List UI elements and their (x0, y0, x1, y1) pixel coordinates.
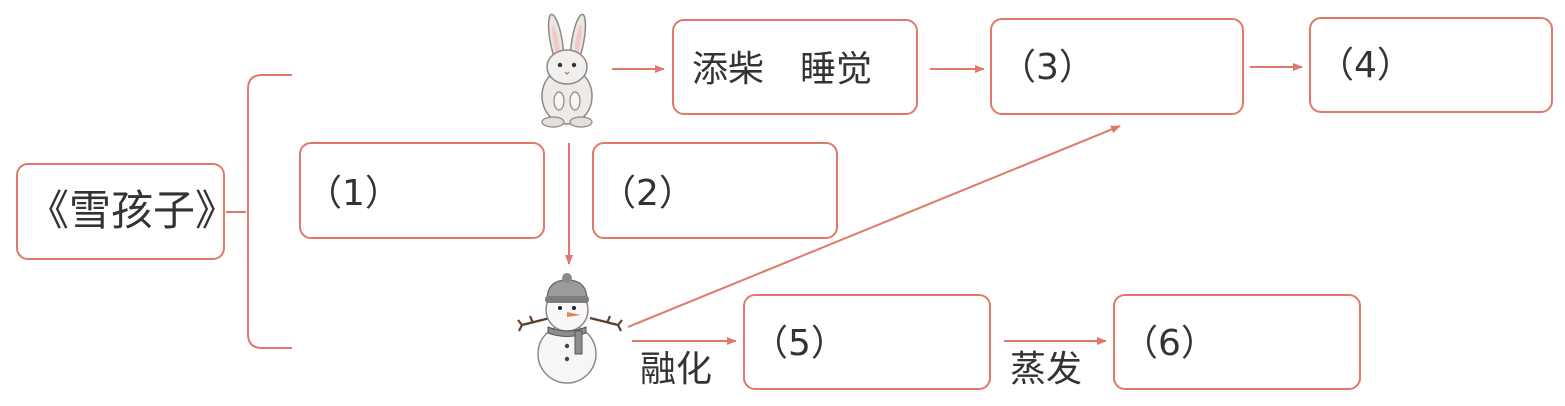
box-4-label: （4） (1318, 45, 1413, 86)
title-brace (226, 74, 292, 349)
box-5 (743, 294, 991, 390)
arrow-snowman-to-b3 (627, 125, 1121, 328)
rabbit-icon (541, 13, 593, 128)
box-6-label: （6） (1122, 323, 1217, 364)
title-label: 《雪孩子》 (27, 186, 238, 235)
box-1-label: （1） (306, 173, 401, 214)
box-1 (299, 142, 545, 239)
box-5-label: （5） (752, 323, 847, 364)
edge-label-melt: 融化 (640, 349, 713, 390)
box-6 (1113, 294, 1361, 390)
box-2-label: （2） (600, 173, 695, 214)
snowman-icon (517, 273, 623, 384)
box-3-label: （3） (1000, 47, 1095, 88)
box-2 (592, 142, 838, 239)
box-3 (990, 18, 1244, 115)
edge-label-evaporate: 蒸发 (1010, 349, 1083, 390)
box-firewood-label: 添柴 睡觉 (692, 49, 873, 90)
box-4 (1309, 17, 1553, 113)
title-box (16, 163, 225, 260)
box-firewood (672, 19, 918, 115)
